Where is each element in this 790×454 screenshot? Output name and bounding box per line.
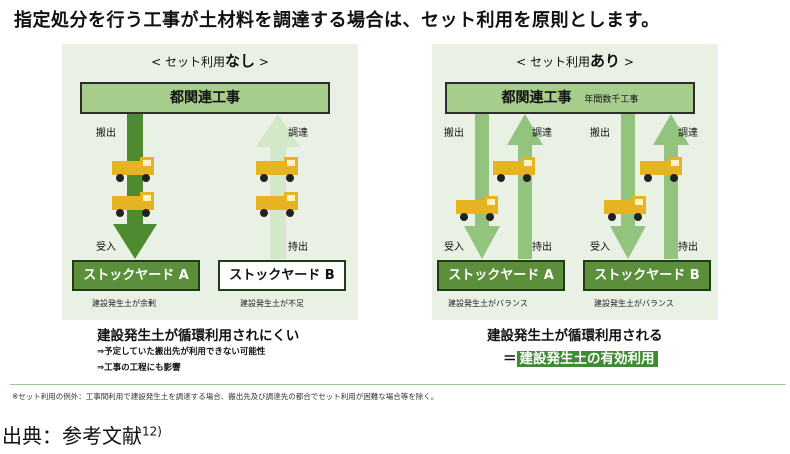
left-bullet-1: ⇒予定していた搬出先が利用できない可能性 bbox=[97, 347, 266, 357]
title-prefix: < セット利用 bbox=[151, 55, 225, 69]
left-receive-label: 受入 bbox=[96, 242, 116, 253]
right-hold-label-1: 持出 bbox=[532, 242, 552, 253]
left-down-arrow-icon bbox=[113, 114, 157, 259]
right-effective-use: ＝建設発生土の有効利用 bbox=[503, 347, 658, 367]
left-out-label: 搬出 bbox=[96, 128, 116, 139]
source-label: 出典：参考文献 bbox=[2, 424, 142, 448]
top-box-label: 都関連工事 bbox=[501, 90, 572, 106]
left-panel-title: < セット利用なし > bbox=[62, 50, 358, 71]
left-procure-label: 調達 bbox=[288, 128, 308, 139]
left-yard-b-caption: 建設発生土が不足 bbox=[240, 299, 304, 308]
truck-icon bbox=[256, 157, 298, 182]
title-emph: なし bbox=[224, 52, 255, 70]
right-out-label-1: 搬出 bbox=[444, 128, 464, 139]
source-ref: 12) bbox=[142, 424, 162, 439]
right-procure-label-1: 調達 bbox=[532, 128, 552, 139]
left-yard-a: ストックヤード A bbox=[72, 260, 200, 291]
effective-prefix: ＝ bbox=[503, 351, 517, 367]
left-hold-label: 持出 bbox=[288, 242, 308, 253]
left-bullet-2: ⇒工事の工程にも影響 bbox=[97, 363, 181, 373]
right-yard-b: ストックヤード B bbox=[583, 260, 711, 291]
truck-icon bbox=[112, 192, 154, 217]
right-down-arrow-icon bbox=[464, 114, 500, 259]
title-suffix: > bbox=[255, 55, 269, 69]
divider bbox=[10, 384, 786, 385]
truck-icon bbox=[112, 157, 154, 182]
right-yard-b-caption: 建設発生土がバランス bbox=[594, 299, 674, 308]
footnote: ※セット利用の例外：工事間利用で建設発生土を調達する場合、搬出先及び調達先の都合… bbox=[12, 392, 439, 401]
right-down-arrow-icon bbox=[610, 114, 646, 259]
right-panel-title: < セット利用あり > bbox=[432, 50, 718, 71]
right-out-label-2: 搬出 bbox=[590, 128, 610, 139]
left-yard-b: ストックヤード B bbox=[218, 260, 346, 291]
truck-icon bbox=[456, 196, 498, 221]
top-box-label: 都関連工事 bbox=[170, 90, 240, 106]
right-yard-a: ストックヤード A bbox=[437, 260, 565, 291]
left-conclusion: 建設発生土が循環利用されにくい bbox=[97, 328, 300, 344]
right-receive-label-1: 受入 bbox=[444, 242, 464, 253]
right-procure-label-2: 調達 bbox=[678, 128, 698, 139]
truck-icon bbox=[493, 157, 535, 182]
left-yard-a-caption: 建設発生土が余剰 bbox=[92, 299, 156, 308]
right-yard-a-caption: 建設発生土がバランス bbox=[448, 299, 528, 308]
title-emph: あり bbox=[589, 52, 620, 70]
right-conclusion: 建設発生土が循環利用される bbox=[487, 328, 663, 344]
title-prefix: < セット利用 bbox=[516, 55, 590, 69]
top-box-note: 年間数千工事 bbox=[584, 95, 639, 105]
title-suffix: > bbox=[620, 55, 634, 69]
truck-icon bbox=[256, 192, 298, 217]
headline: 指定処分を行う工事が土材料を調達する場合は、セット利用を原則とします。 bbox=[14, 10, 660, 31]
truck-icon bbox=[640, 157, 682, 182]
right-hold-label-2: 持出 bbox=[678, 242, 698, 253]
left-top-box: 都関連工事 bbox=[80, 82, 330, 114]
effective-highlight: 建設発生土の有効利用 bbox=[516, 351, 658, 367]
right-top-box: 都関連工事 年間数千工事 bbox=[445, 82, 695, 114]
source-citation: 出典：参考文献12) bbox=[2, 420, 162, 449]
truck-icon bbox=[604, 196, 646, 221]
right-receive-label-2: 受入 bbox=[590, 242, 610, 253]
